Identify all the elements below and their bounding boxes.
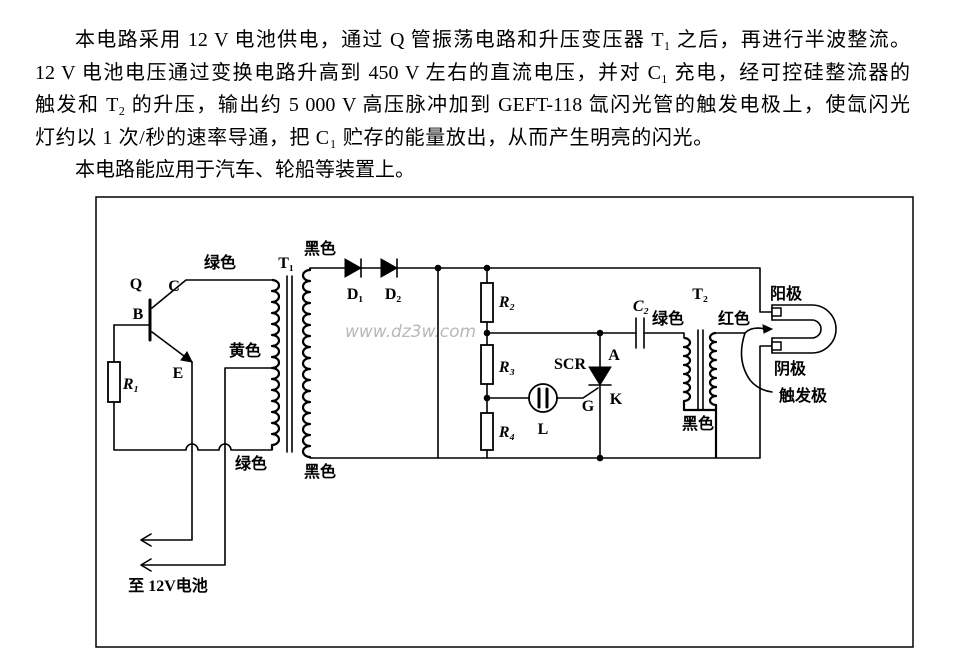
label-r1: R₁: [122, 376, 139, 393]
label-tap-wire: 黄色: [229, 341, 261, 360]
label-secondary-top-wire: 黑色: [304, 239, 336, 258]
label-t2: T₂: [692, 286, 708, 303]
t2-secondary-coil: [708, 331, 718, 458]
junction-dot: [483, 394, 491, 402]
label-cathode: 阴极: [774, 359, 807, 378]
resistor-r4: [480, 412, 494, 451]
transformer-t1: [270, 268, 312, 459]
t1-primary-coil: [270, 278, 281, 450]
resistor-r2: [480, 282, 494, 323]
junction-dot: [483, 329, 491, 337]
label-lamp: L: [538, 421, 549, 438]
paragraph-1-line-1: 本电路采用 12 V 电池供电，通过 Q 管振荡电路和升压变压器 T₁ 之后，再…: [75, 29, 910, 51]
label-secondary-bottom-wire: 黑色: [304, 462, 336, 481]
emitter-battery-wire: [141, 361, 193, 541]
scr-symbol: [588, 366, 612, 386]
bottom-rail: [309, 345, 773, 459]
top-rail: [396, 267, 773, 313]
label-d1: D₁: [347, 286, 364, 303]
trigger-lead: [744, 327, 766, 334]
junction-dot: [596, 454, 604, 462]
label-anode: 阳极: [770, 284, 803, 303]
tube-inner-wall: [771, 319, 822, 339]
paragraph-2: 本电路能应用于汽车、轮船等装置上。: [75, 159, 415, 181]
label-scr-cathode: K: [610, 391, 623, 408]
label-collector-wire: 绿色: [204, 253, 236, 272]
diagram-frame: [95, 196, 914, 648]
diode-d2: [380, 258, 399, 278]
label-return-wire: 绿色: [235, 454, 267, 473]
label-r3: R₃: [498, 359, 515, 376]
paragraph-1-line-3: 触发和 T₂ 的升压，输出约 5 000 V 高压脉冲加到 GEFT-118 氙…: [35, 94, 910, 116]
emitter-arrow-icon: [180, 351, 193, 363]
label-scr-anode: A: [608, 347, 620, 364]
watermark: www.dz3w.com: [345, 322, 476, 342]
diode-d1: [344, 258, 363, 278]
junction-dot: [483, 264, 491, 272]
tube-outer-wall: [771, 304, 837, 354]
label-t1: T₁: [278, 255, 294, 272]
tap-battery-wire: [141, 367, 273, 566]
label-t2-primary-wire: 绿色: [652, 309, 684, 328]
junction-dot: [434, 264, 442, 272]
transformer-t2: [682, 329, 718, 458]
transistor-q: [113, 279, 273, 363]
t2-primary-wire: [643, 332, 685, 339]
resistor-r1: [107, 361, 121, 403]
return-wire: [113, 401, 273, 451]
t1-secondary-coil: [301, 268, 312, 459]
label-trigger: 触发极: [778, 386, 828, 405]
trigger-arrow-icon: [762, 324, 774, 334]
label-base: B: [133, 306, 144, 323]
label-r2: R₂: [498, 294, 515, 311]
article-text: 本电路采用 12 V 电池供电，通过 Q 管振荡电路和升压变压器 T₁ 之后，再…: [35, 24, 910, 187]
paragraph-1-line-2: 12 V 电池电压通过变换电路升高到 450 V 左右的直流电压，并对 C₁ 充…: [35, 61, 910, 84]
label-collector: C: [168, 278, 180, 295]
t2-primary-coil: [682, 336, 716, 412]
cathode-electrode: [771, 341, 782, 351]
junction-dot: [596, 329, 604, 337]
anode-electrode: [771, 307, 782, 317]
label-scr-gate: G: [582, 398, 595, 415]
label-d2: D₂: [385, 286, 402, 303]
label-r4: R₄: [498, 424, 515, 441]
label-scr: SCR: [554, 356, 586, 373]
xenon-flash-tube: [771, 304, 837, 354]
label-t2-common-wire: 黑色: [682, 414, 714, 433]
paragraph-1-line-4: 灯约以 1 次/秒的速率导通，把 C₁ 贮存的能量放出，从而产生明亮的闪光。: [35, 126, 714, 149]
neon-lamp: [528, 383, 558, 413]
battery-arrow-icon: [140, 533, 152, 547]
battery-arrow-icon: [140, 558, 152, 572]
label-q: Q: [130, 276, 142, 293]
label-c2: C₂: [633, 298, 649, 315]
gate-wire: [556, 387, 599, 399]
label-battery: 至 12V电池: [128, 576, 208, 595]
collector-wire: [151, 279, 273, 309]
resistor-r3: [480, 344, 494, 385]
label-t2-secondary-wire: 红色: [718, 309, 750, 328]
label-emitter: E: [173, 365, 184, 382]
trigger-wrap-wire: [740, 332, 773, 393]
